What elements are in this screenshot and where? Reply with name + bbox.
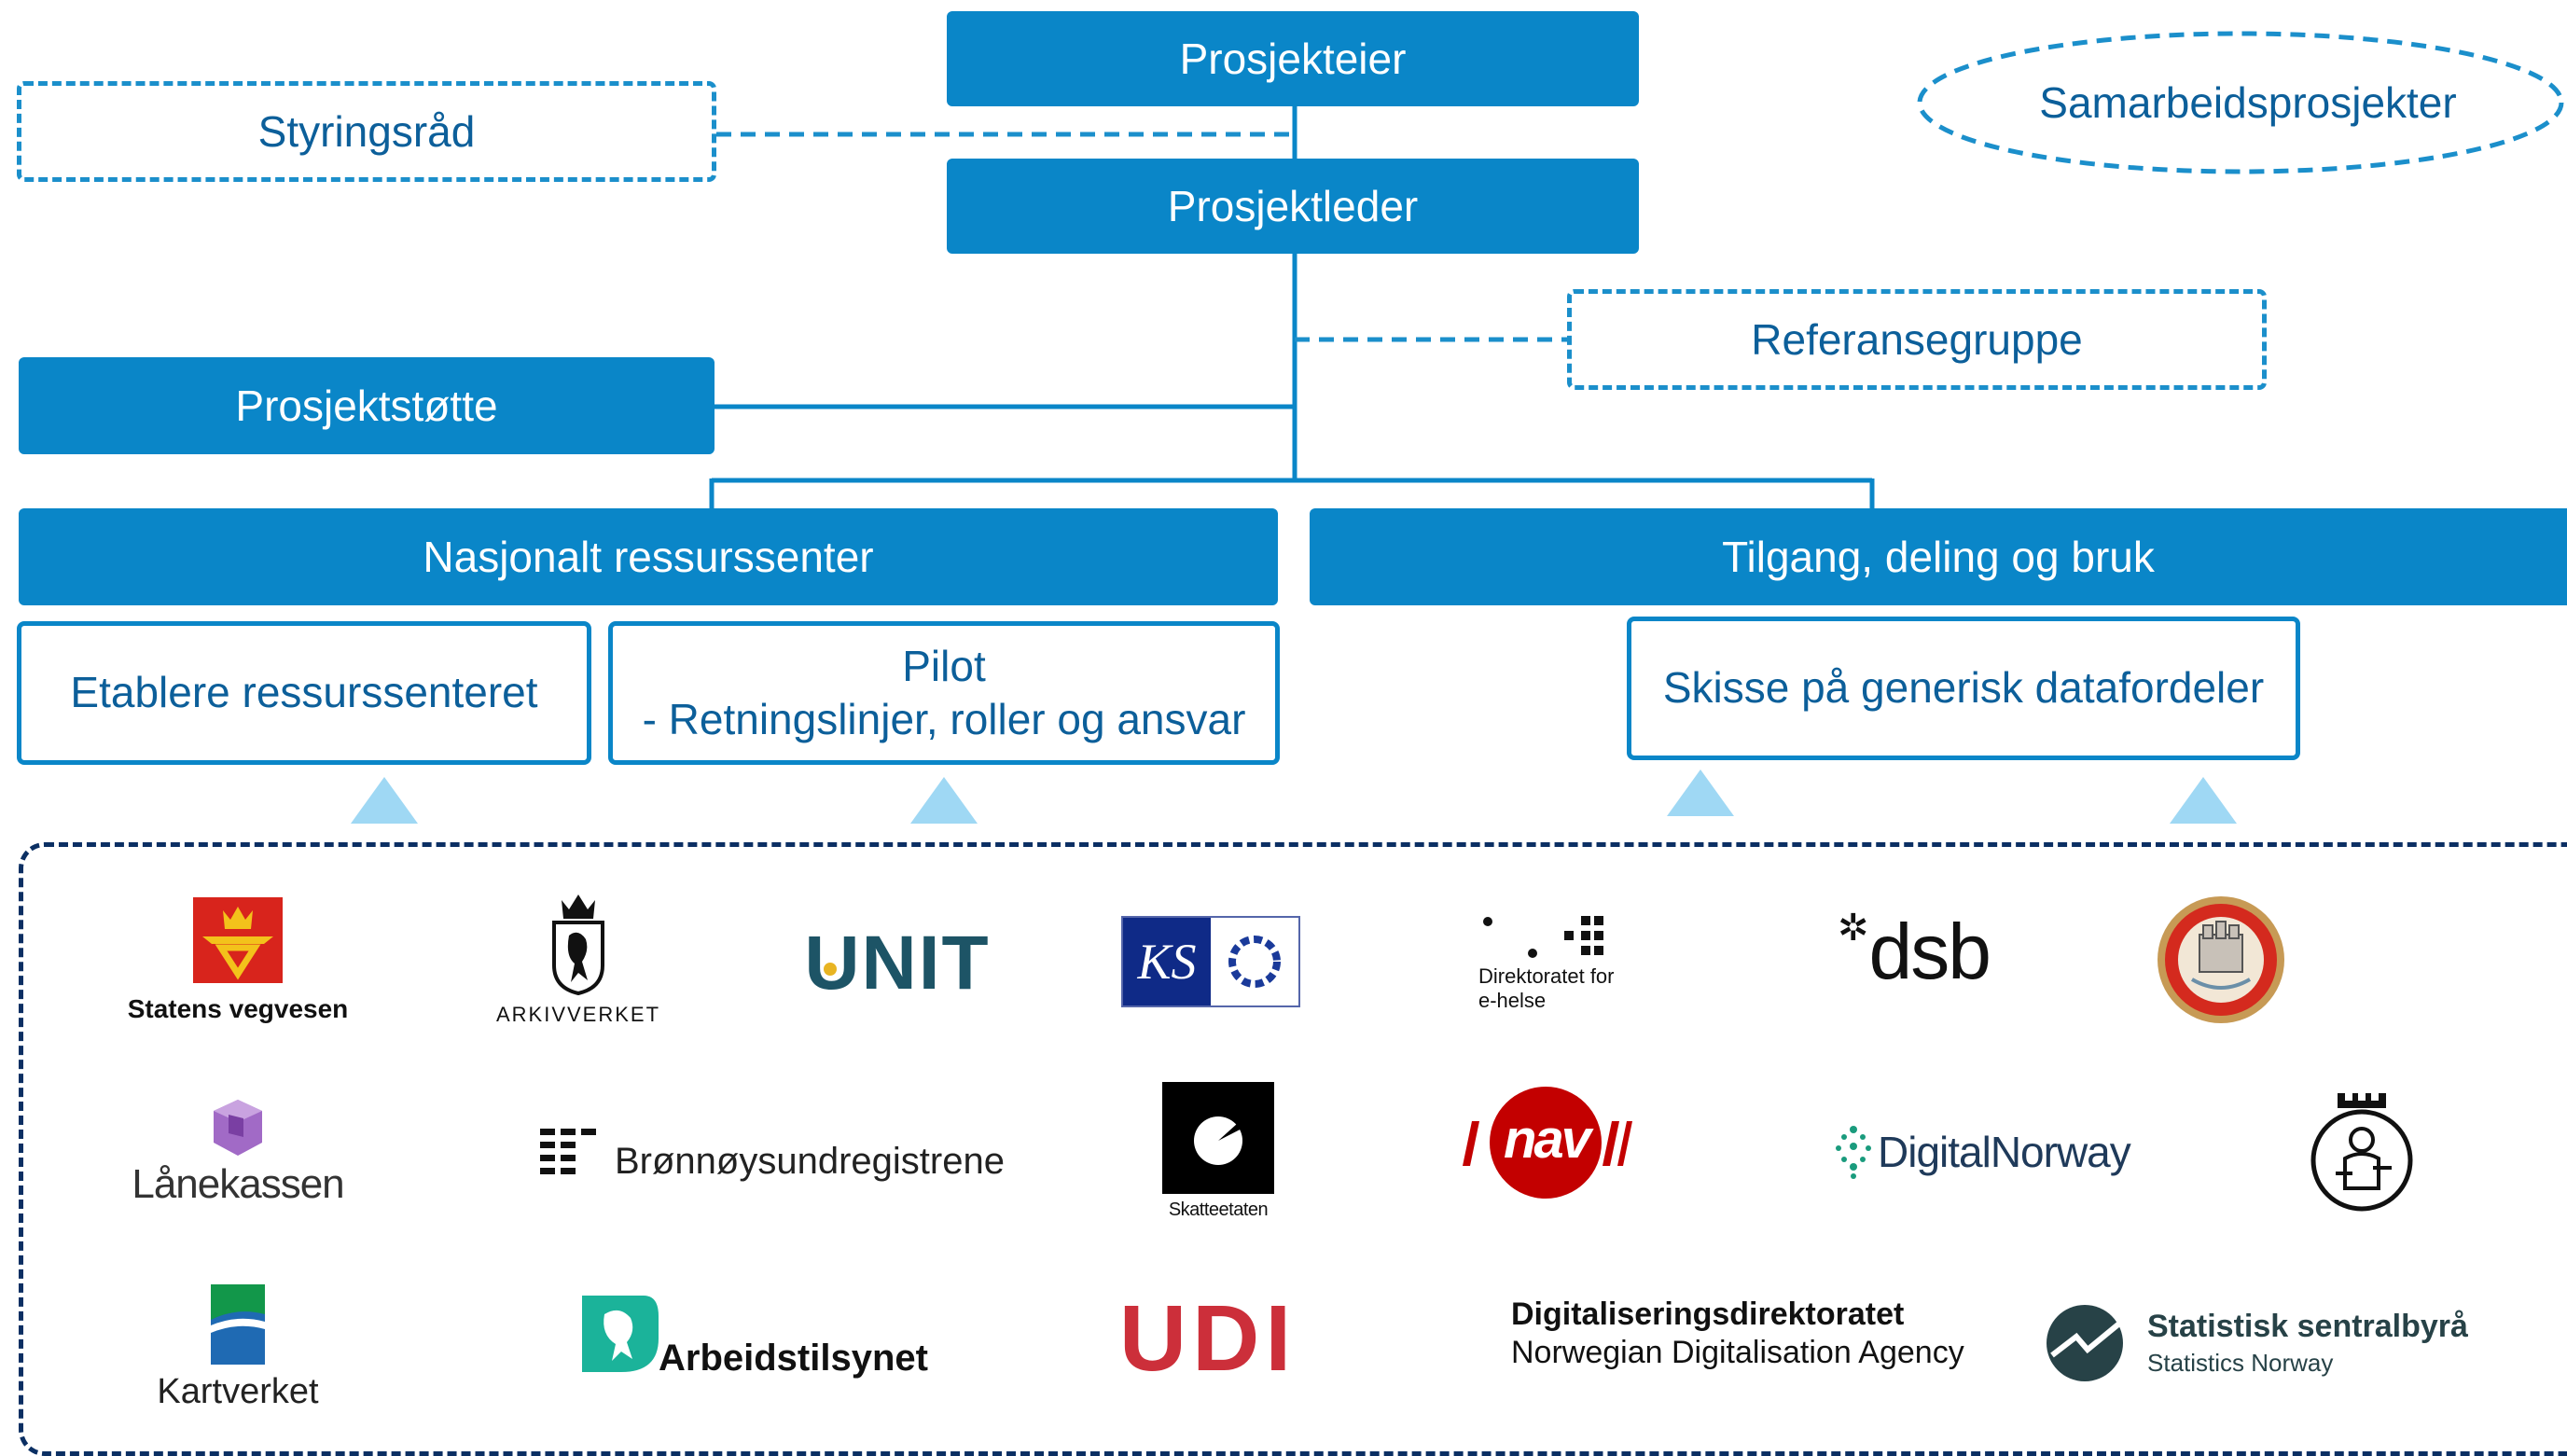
arbeidstilsynet-text: Arbeidstilsynet bbox=[659, 1338, 928, 1379]
tilgang-deling-bruk-label: Tilgang, deling og bruk bbox=[1722, 533, 2155, 581]
arbeidstilsynet-lion-icon bbox=[582, 1296, 659, 1372]
styringsrad-box: Styringsråd bbox=[17, 81, 716, 182]
ssb-circle-icon bbox=[2047, 1305, 2123, 1381]
direktoratet-ehelse-logo: Direktoratet for e-helse bbox=[1478, 914, 1646, 1013]
triangle-marker bbox=[351, 777, 418, 824]
ks-text: KS bbox=[1137, 934, 1197, 990]
lanekassen-cube-icon bbox=[214, 1100, 262, 1156]
bronnoysund-text: Brønnøysundregistrene bbox=[615, 1140, 1005, 1182]
udi-logo: UDI bbox=[1119, 1292, 1291, 1385]
partner-logos-panel bbox=[19, 842, 2567, 1456]
unit-text: UNIT bbox=[804, 921, 991, 1005]
etablere-ressurssenteret-box: Etablere ressurssenteret bbox=[17, 621, 591, 765]
ehelse-text-line2: e-helse bbox=[1478, 989, 1547, 1012]
dsb-star-icon: ✲ bbox=[1838, 908, 1869, 949]
ehelse-dots-icon bbox=[1483, 916, 1603, 958]
ks-logo: KS bbox=[1121, 916, 1300, 1007]
statens-vegvesen-text: Statens vegvesen bbox=[127, 994, 349, 1023]
coat-of-arms-badge-icon bbox=[2155, 894, 2287, 1026]
nasjonalt-ressurssenter-box: Nasjonalt ressurssenter bbox=[19, 508, 1278, 605]
lanekassen-text: Lånekassen bbox=[132, 1161, 344, 1207]
pilot-title: Pilot bbox=[902, 641, 986, 690]
ssb-logo: Statistisk sentralbyrå Statistics Norway bbox=[2045, 1301, 2492, 1385]
triangle-marker bbox=[910, 777, 978, 824]
prosjektleder-label: Prosjektleder bbox=[1167, 182, 1419, 230]
pilot-box: Pilot - Retningslinjer, roller og ansvar bbox=[608, 621, 1280, 765]
tilgang-deling-bruk-box: Tilgang, deling og bruk bbox=[1310, 508, 2567, 605]
kartverket-emblem-icon bbox=[211, 1284, 265, 1365]
nav-logo-icon bbox=[1463, 1087, 1632, 1199]
pilot-subtitle: - Retningslinjer, roller og ansvar bbox=[642, 695, 1246, 743]
digitalnorway-logo: DigitalNorway bbox=[1833, 1124, 2150, 1180]
oslo-city-seal-icon bbox=[2308, 1084, 2416, 1214]
bronnoysund-logo: Brønnøysundregistrene bbox=[538, 1127, 1023, 1183]
kartverket-text: Kartverket bbox=[157, 1372, 319, 1411]
nav-logo: nav bbox=[1455, 1084, 1632, 1201]
referansegruppe-box: Referansegruppe bbox=[1567, 289, 2267, 390]
prosjektstotte-box: Prosjektstøtte bbox=[19, 357, 715, 454]
vegvesen-emblem-icon bbox=[193, 897, 283, 983]
kartverket-logo: Kartverket bbox=[145, 1283, 331, 1412]
triangle-marker bbox=[2170, 777, 2237, 824]
statens-vegvesen-logo: Statens vegvesen bbox=[121, 895, 354, 1024]
chain-icon bbox=[1211, 918, 1298, 1005]
ssb-text-line1: Statistisk sentralbyrå bbox=[2147, 1309, 2468, 1344]
arkivverket-text: ARKIVVERKET bbox=[495, 1003, 661, 1026]
skatteetaten-logo: Skatteetaten bbox=[1162, 1082, 1274, 1221]
udi-text: UDI bbox=[1118, 1286, 1297, 1391]
ssb-text-line2: Statistics Norway bbox=[2147, 1349, 2334, 1377]
digitalnorway-text: DigitalNorway bbox=[1878, 1128, 2131, 1176]
triangle-marker bbox=[1667, 770, 1734, 816]
ks-left-panel: KS bbox=[1123, 918, 1211, 1005]
unit-dot-icon bbox=[824, 963, 837, 976]
nav-text: nav bbox=[1504, 1109, 1591, 1170]
samarbeidsprosjekter-label: Samarbeidsprosjekter bbox=[2039, 78, 2457, 127]
ssb-text-block: Statistisk sentralbyrå Statistics Norway bbox=[2147, 1309, 2468, 1378]
skisse-label: Skisse på generisk datafordeler bbox=[1662, 663, 2265, 713]
etablere-ressurssenteret-label: Etablere ressurssenteret bbox=[70, 668, 538, 717]
nasjonalt-ressurssenter-label: Nasjonalt ressurssenter bbox=[423, 533, 874, 581]
dsb-text: dsb bbox=[1868, 908, 1991, 995]
unit-logo: UNIT bbox=[804, 922, 991, 1005]
referansegruppe-label: Referansegruppe bbox=[1751, 315, 2083, 364]
bronnoysund-bars-icon bbox=[540, 1129, 596, 1174]
arkivverket-logo: ARKIVVERKET bbox=[485, 891, 672, 1027]
samarbeidsprosjekter-ellipse bbox=[1917, 31, 2564, 174]
dsb-logo: ✲ dsb bbox=[1838, 909, 2005, 993]
lion-crest-icon bbox=[552, 894, 604, 995]
ehelse-text-line1: Direktoratet for bbox=[1478, 964, 1615, 988]
digitalnorway-dots-icon bbox=[1836, 1126, 1871, 1179]
digdir-text-line1: Digitaliseringsdirektoratet bbox=[1511, 1297, 1905, 1332]
skatteetaten-text: Skatteetaten bbox=[1168, 1199, 1269, 1220]
skatteetaten-square-icon bbox=[1162, 1082, 1274, 1194]
prosjekteier-label: Prosjekteier bbox=[1179, 35, 1407, 83]
skisse-box: Skisse på generisk datafordeler bbox=[1627, 617, 2300, 760]
styringsrad-label: Styringsråd bbox=[257, 107, 476, 156]
arbeidstilsynet-logo: Arbeidstilsynet bbox=[578, 1292, 951, 1379]
lanekassen-logo: Lånekassen bbox=[131, 1096, 345, 1208]
prosjekteier-box: Prosjekteier bbox=[947, 11, 1639, 106]
digdir-logo: Digitaliseringsdirektoratet Norwegian Di… bbox=[1511, 1297, 1996, 1371]
digdir-text-line2: Norwegian Digitalisation Agency bbox=[1511, 1335, 1964, 1370]
prosjektleder-box: Prosjektleder bbox=[947, 159, 1639, 254]
prosjektstotte-label: Prosjektstøtte bbox=[235, 381, 498, 430]
